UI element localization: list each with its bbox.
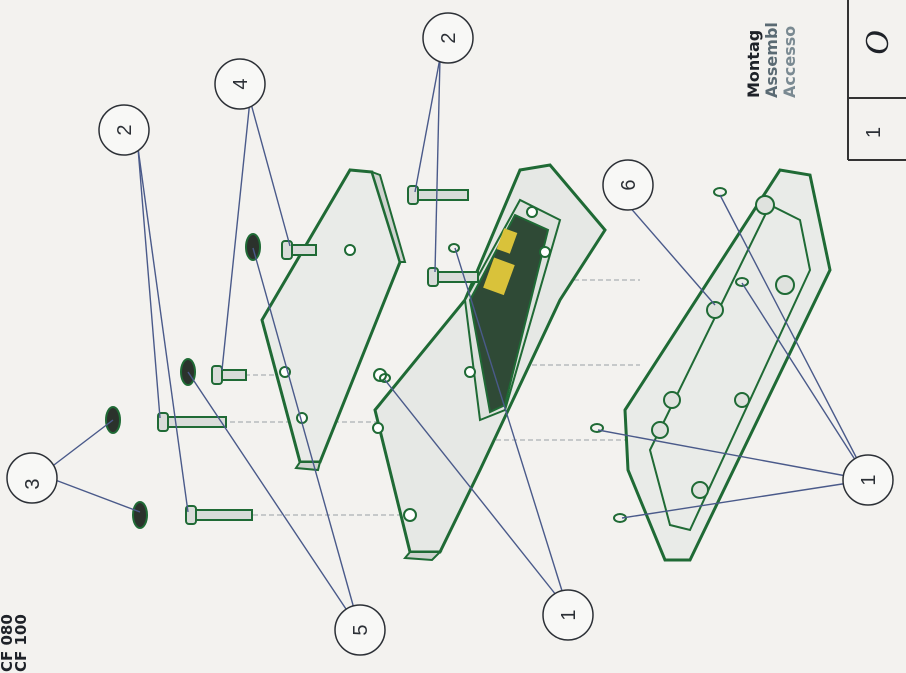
leader-lines — [49, 57, 869, 631]
callout-2-left: 2 — [98, 104, 150, 156]
svg-text:1: 1 — [558, 609, 580, 620]
callout-4: 4 — [214, 58, 266, 110]
callout-5: 5 — [334, 604, 386, 656]
callout-6: 6 — [602, 159, 654, 211]
pcb-connector — [483, 257, 515, 296]
callout-2-right: 2 — [422, 12, 474, 64]
caps — [105, 233, 261, 529]
svg-text:2: 2 — [114, 124, 136, 135]
callout-1-right: 1 — [842, 454, 894, 506]
callout-3: 3 — [6, 452, 58, 504]
title-row-symbol: O — [859, 30, 896, 55]
svg-text:3: 3 — [22, 478, 44, 489]
title-block: 1 O — [847, 0, 906, 161]
svg-text:6: 6 — [618, 179, 640, 190]
title-row-number: 1 — [863, 127, 885, 138]
housing-part — [372, 163, 607, 562]
pcb-board — [468, 213, 550, 414]
svg-text:1: 1 — [858, 474, 880, 485]
svg-text:2: 2 — [438, 32, 460, 43]
base-part — [623, 168, 832, 562]
svg-text:5: 5 — [350, 624, 372, 635]
svg-text:4: 4 — [230, 78, 252, 89]
callout-1-bottom: 1 — [542, 589, 594, 641]
